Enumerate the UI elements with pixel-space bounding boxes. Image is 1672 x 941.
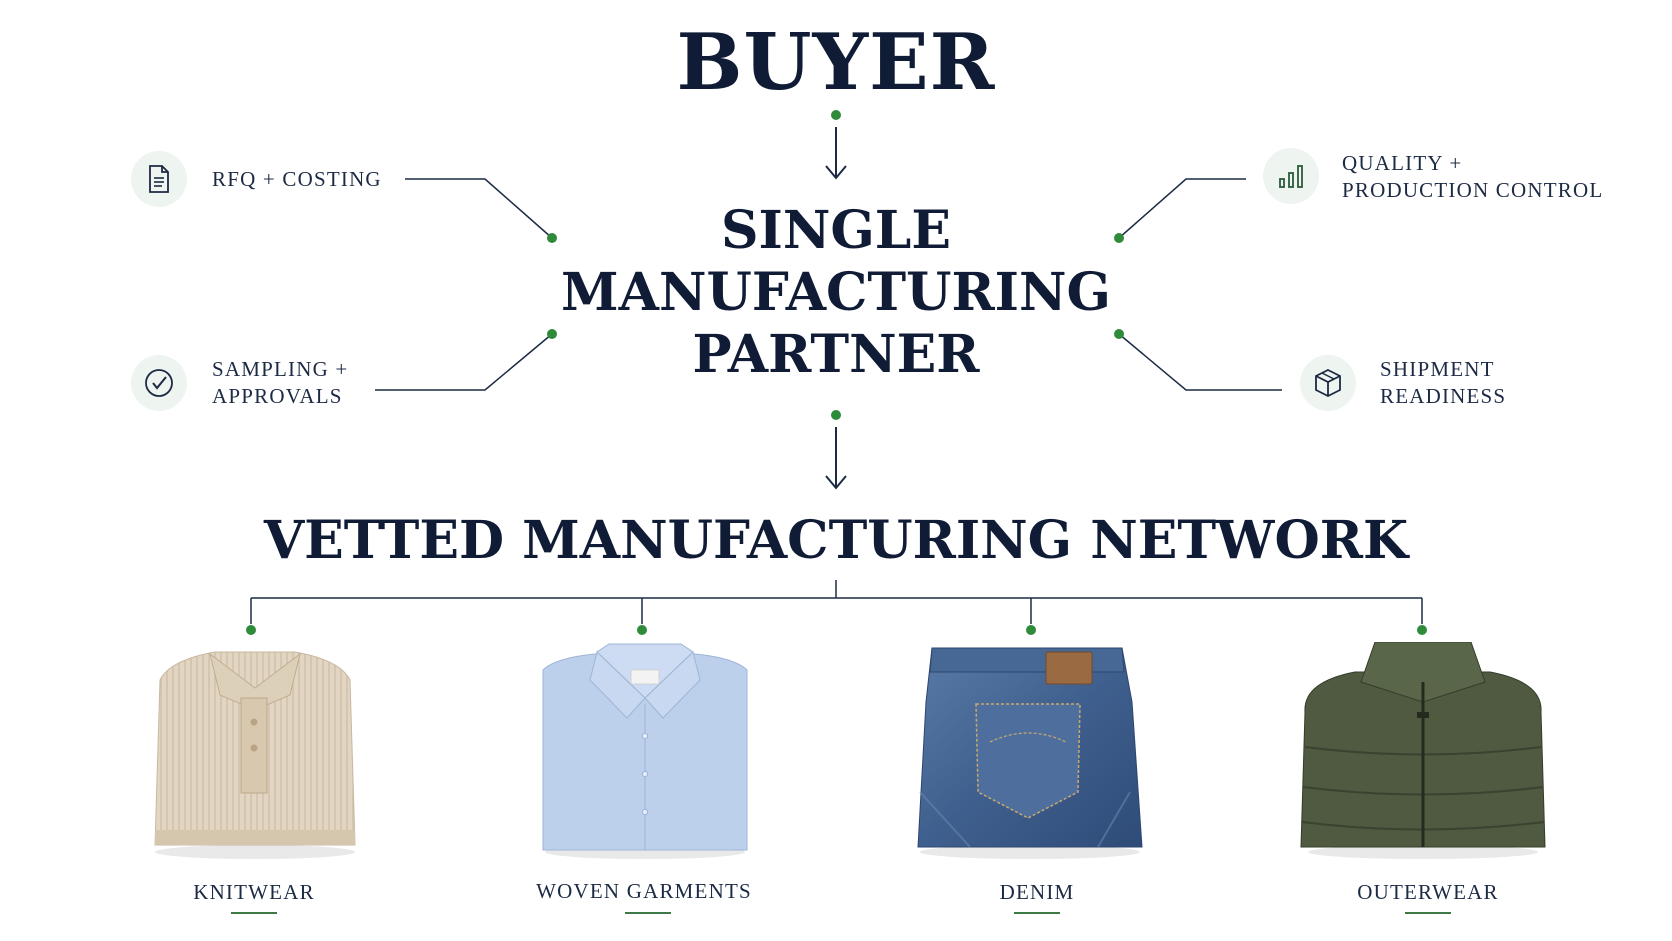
category-label-knitwear: KNITWEAR	[193, 880, 315, 904]
category-underline	[1405, 912, 1451, 914]
document-icon	[131, 151, 187, 207]
category-label-woven-garments: WOVEN GARMENTS	[536, 879, 752, 903]
connector-dot	[831, 410, 841, 420]
category-underline	[1014, 912, 1060, 914]
category-underline	[625, 912, 671, 914]
buyer-title: BUYER	[676, 17, 996, 108]
step-connector	[1118, 178, 1246, 239]
connector-dot	[547, 329, 557, 339]
connector-dot	[246, 625, 256, 635]
check-circle-icon	[131, 355, 187, 411]
connector-dot	[1417, 625, 1427, 635]
step-label-sampling-approvals: SAMPLING + APPROVALS	[212, 357, 349, 408]
blue-dress-shirt-image	[542, 643, 748, 859]
connector-dot	[831, 110, 841, 120]
step-label-shipment-readiness: SHIPMENT READINESS	[1380, 357, 1507, 408]
connector-dot	[547, 233, 557, 243]
knit-polo-sweater-image	[154, 651, 356, 859]
category-label-outerwear: OUTERWEAR	[1357, 880, 1499, 904]
connector-dot	[1114, 233, 1124, 243]
network-title: VETTED MANUFACTURING NETWORK	[263, 510, 1409, 571]
step-connector	[375, 333, 553, 391]
bar-chart-icon	[1263, 148, 1319, 204]
connector-dot	[637, 625, 647, 635]
step-label-quality-production: QUALITY + PRODUCTION CONTROL	[1342, 151, 1604, 202]
step-label-rfq-costing: RFQ + COSTING	[212, 167, 382, 191]
connector-dot	[1026, 625, 1036, 635]
arrow-head	[825, 475, 847, 490]
puffer-jacket-image	[1300, 642, 1546, 859]
connector-dot	[1114, 329, 1124, 339]
folded-jeans-image	[917, 647, 1143, 859]
step-connector	[405, 178, 553, 239]
category-label-denim: DENIM	[999, 880, 1075, 904]
category-underline	[231, 912, 277, 914]
box-icon	[1300, 355, 1356, 411]
partner-title: SINGLE MANUFACTURING PARTNER	[561, 200, 1111, 385]
step-connector	[1118, 333, 1282, 391]
arrow-head	[825, 165, 847, 180]
